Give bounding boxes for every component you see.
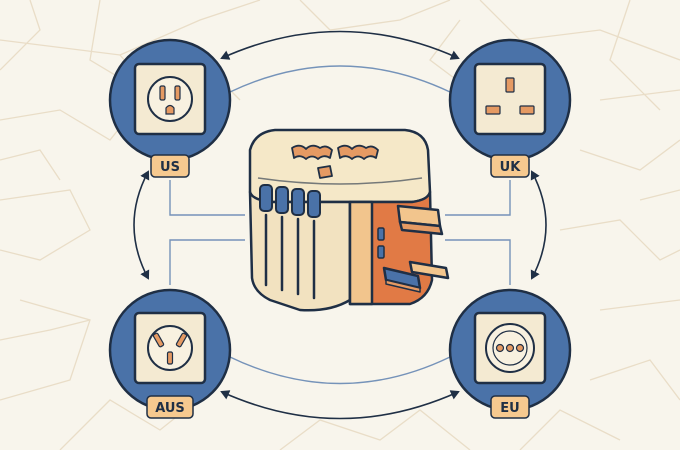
us-outlet: US [108, 38, 232, 178]
uk-outlet: UK [448, 38, 572, 178]
uk-outlet-icon [485, 77, 535, 115]
eu-outlet: EU [448, 288, 572, 419]
eu-label: EU [500, 401, 519, 416]
uk-label: UK [500, 160, 522, 175]
aus-label-tag [146, 395, 194, 419]
universal-travel-adapter-icon [248, 128, 450, 312]
us-label: US [160, 160, 180, 175]
aus-outlet-icon [147, 325, 193, 371]
us-outlet-icon [147, 76, 193, 122]
aus-label: AUS [155, 401, 185, 416]
aus-outlet: AUS [108, 288, 232, 419]
connector-lines [169, 65, 511, 385]
eu-label-tag [490, 395, 530, 419]
us-label-tag [150, 154, 190, 178]
uk-label-tag [490, 154, 530, 178]
eu-outlet-icon [485, 323, 535, 373]
double-arrow-icon [133, 30, 547, 420]
